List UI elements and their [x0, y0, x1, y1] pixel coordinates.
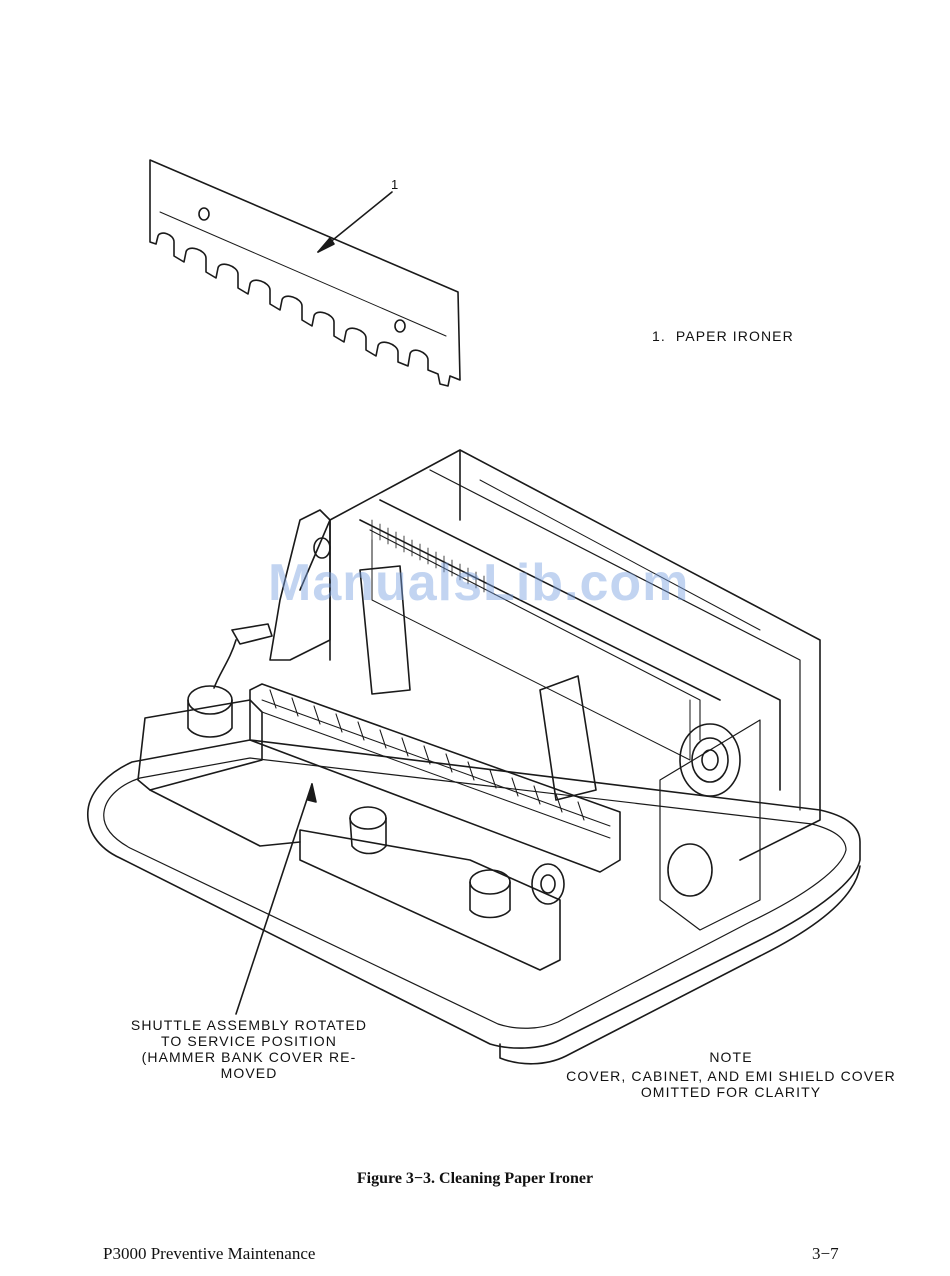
- callout-number: 1: [391, 177, 398, 193]
- shuttle-callout-arrow: [236, 784, 316, 1014]
- printer-base: [88, 686, 860, 1064]
- shuttle-assembly: [250, 684, 620, 970]
- page-number: 3−7: [812, 1244, 839, 1264]
- watermark: ManualsLib.com: [268, 553, 689, 613]
- legend-item: 1. PAPER IRONER: [652, 328, 794, 344]
- shuttle-note: SHUTTLE ASSEMBLY ROTATED TO SERVICE POSI…: [118, 1017, 380, 1081]
- paper-ironer-part: [150, 160, 460, 386]
- note-text: COVER, CABINET, AND EMI SHIELD COVER OMI…: [548, 1068, 914, 1100]
- printer-frame: [214, 450, 820, 930]
- figure-caption: Figure 3−3. Cleaning Paper Ironer: [0, 1170, 950, 1188]
- footer-title: P3000 Preventive Maintenance: [103, 1244, 315, 1264]
- note-heading: NOTE: [548, 1049, 914, 1065]
